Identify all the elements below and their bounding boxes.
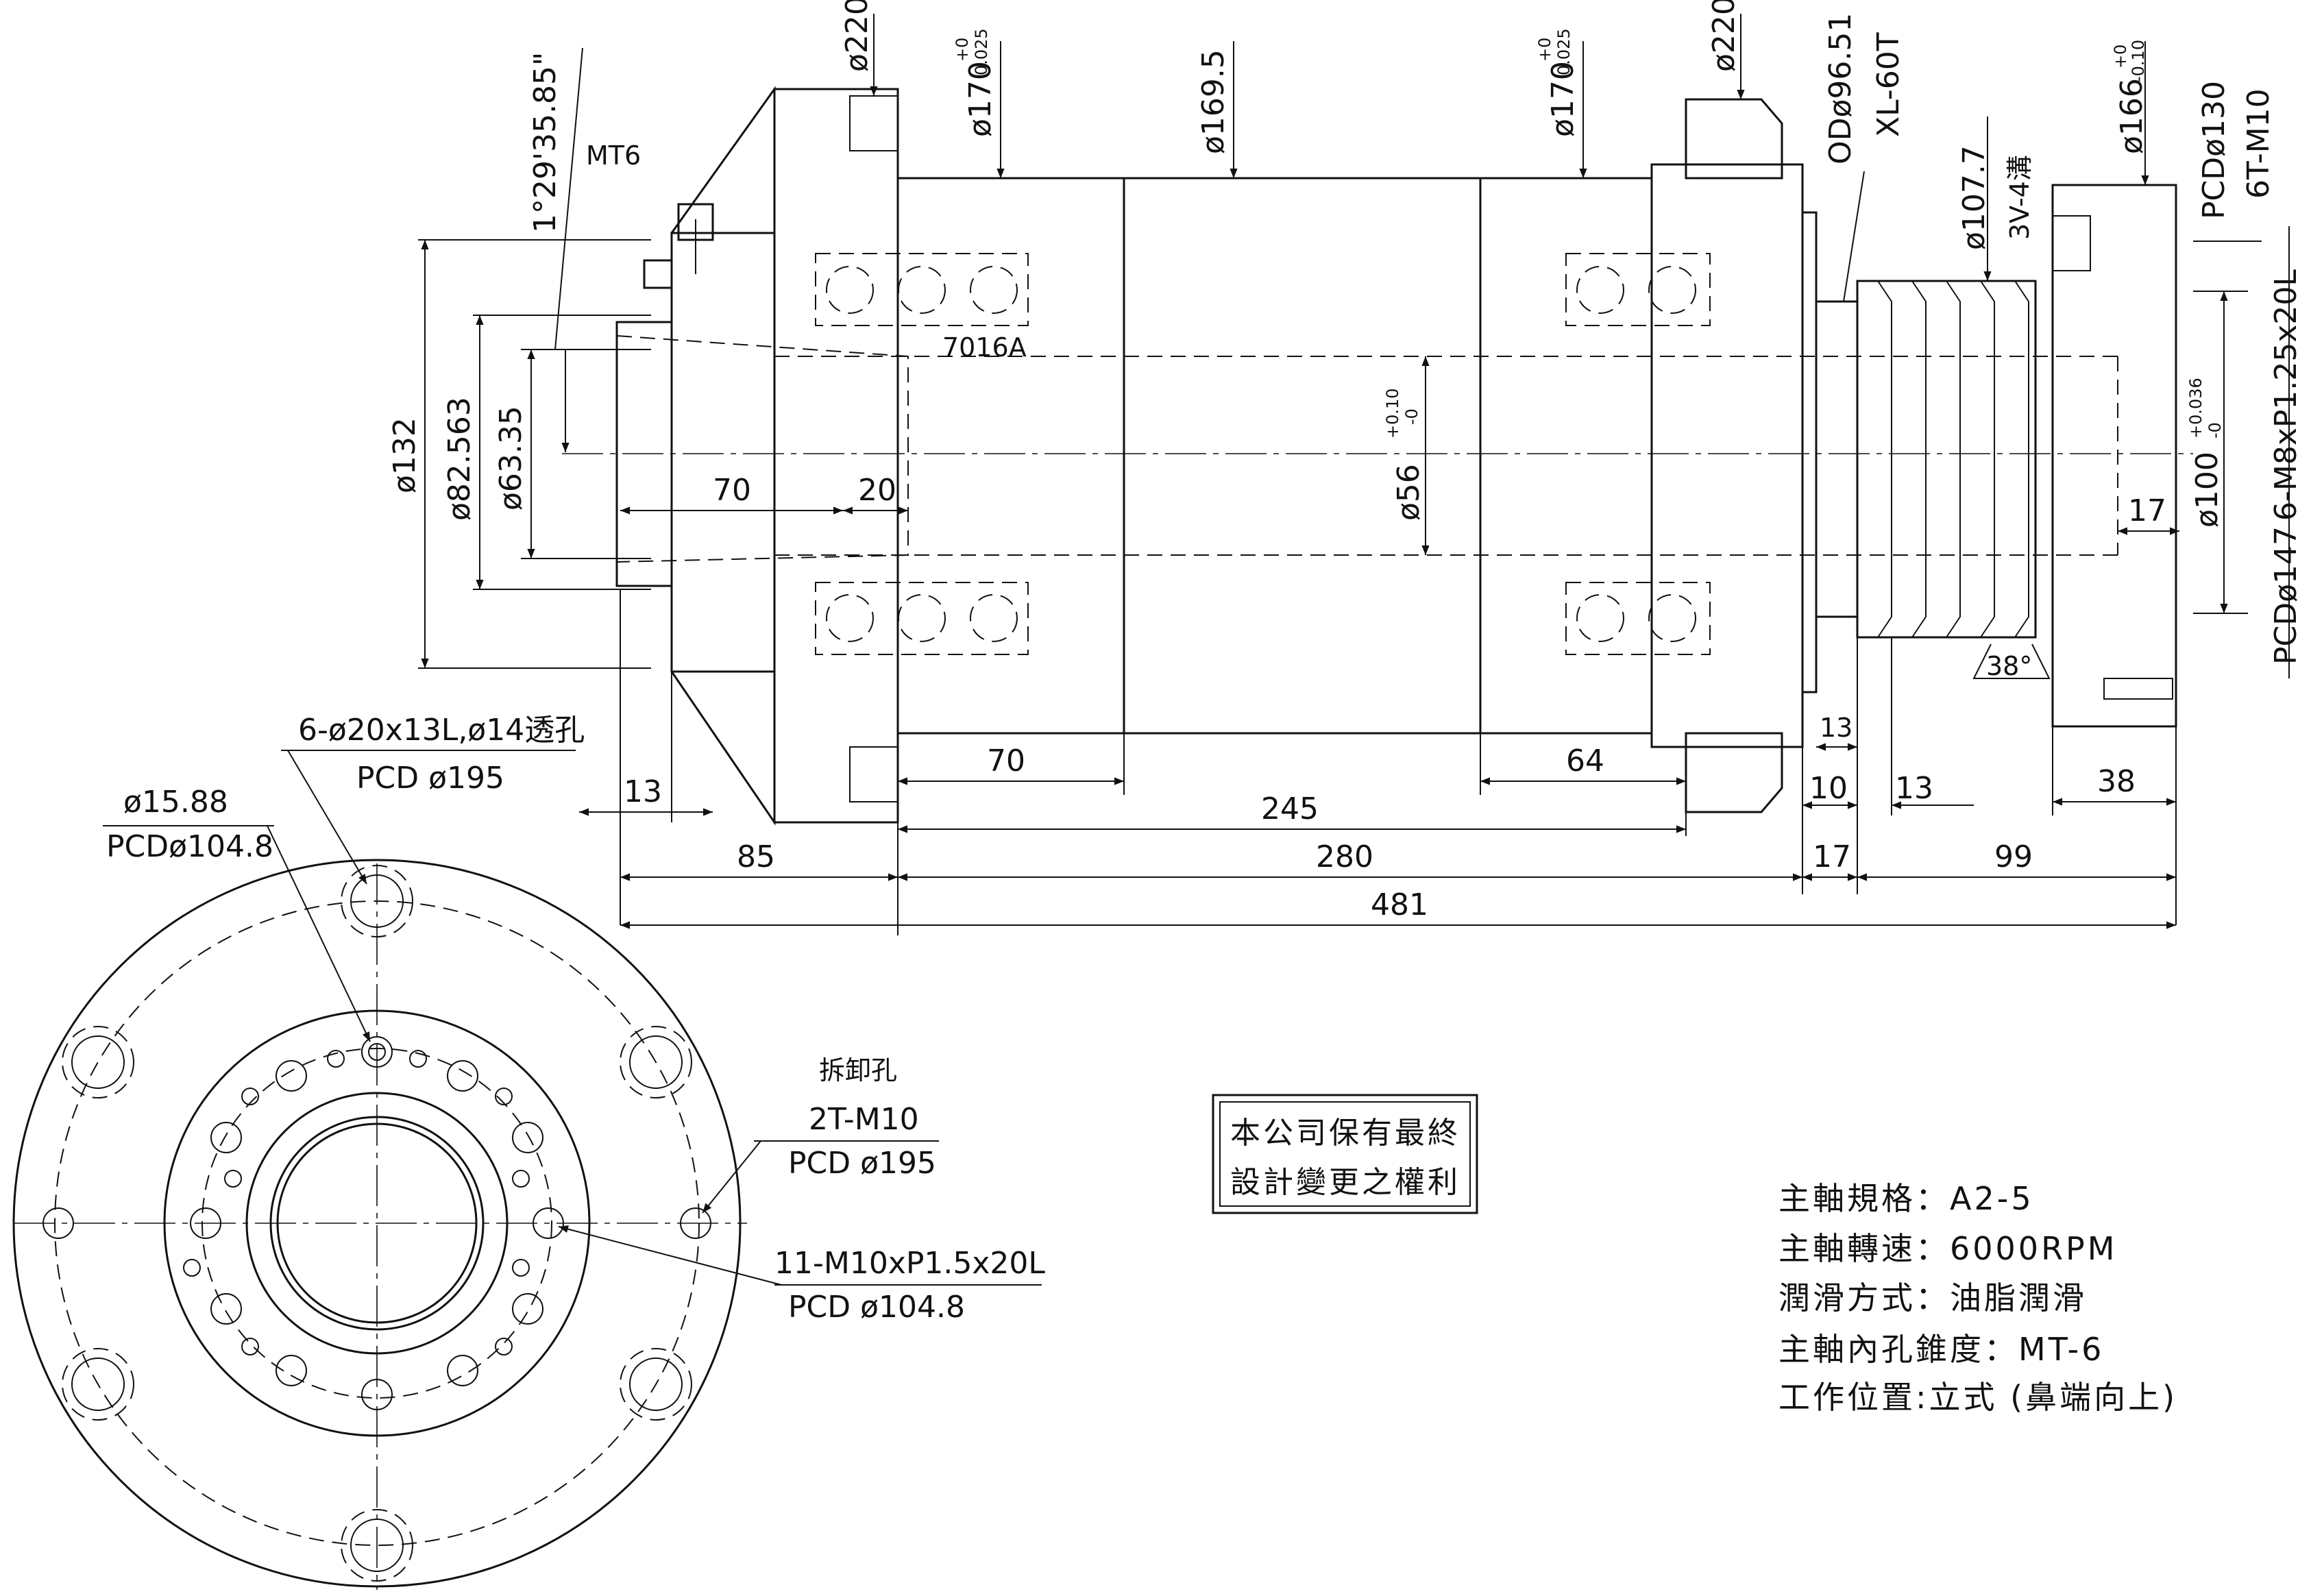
- dim-pulley-belt: XL-60T: [1871, 32, 1906, 137]
- dim-64: 64: [1566, 744, 1604, 778]
- dim-10: 10: [1809, 771, 1848, 806]
- inner-bolt-holes: [183, 1036, 564, 1410]
- dim-d132: ø132: [387, 417, 422, 493]
- dim-d170-rear-tol-top: +0: [1535, 38, 1554, 62]
- rear-flange: [1650, 163, 1804, 748]
- dim-280: 280: [1316, 839, 1373, 874]
- dim-13-mid: 13: [1820, 713, 1853, 743]
- spec-1: 主軸轉速：6000RPM: [1778, 1230, 2117, 1267]
- label-d15-88: ø15.88: [123, 785, 228, 820]
- dim-13-pulley: 13: [1895, 771, 1933, 806]
- spindle-side-view: [562, 86, 2193, 826]
- dim-d220-rear: ø220: [1707, 0, 1741, 72]
- bearing-label: 7016A: [942, 332, 1027, 363]
- dim-d107-7: ø107.7: [1957, 145, 1992, 250]
- dim-70-bottom: 70: [987, 744, 1025, 778]
- dim-d170-rear-tol-bottom: 0.025: [1554, 28, 1574, 75]
- dim-d166: ø166: [2114, 78, 2149, 154]
- front-flange: [773, 88, 899, 824]
- side-view-dimensions: ø132 ø82.563 ø63.35 1°29'35.85" MT6 ø220…: [387, 0, 2303, 935]
- front-housing: [896, 177, 1125, 735]
- dim-vbelt: 3V-4溝: [2005, 155, 2035, 240]
- label-holes-6: 6-ø20x13L,ø14透孔: [298, 713, 585, 748]
- label-pcd104-8-right: PCD ø104.8: [788, 1290, 965, 1325]
- nose-flange: [670, 86, 776, 826]
- pulley-hub: [1815, 300, 1859, 618]
- front-bearings: [815, 253, 1029, 655]
- dim-17-bottom: 17: [1813, 839, 1851, 874]
- dim-angle-38: 38°: [1986, 651, 2032, 681]
- dim-pulley-od: ODø96.51: [1823, 13, 1858, 164]
- dim-d82-563: ø82.563: [442, 397, 477, 521]
- dim-d100-tol-top: +0.036: [2186, 378, 2205, 439]
- dim-245: 245: [1261, 791, 1319, 826]
- dim-pcd130: PCDø130: [2197, 81, 2231, 219]
- dim-20: 20: [858, 473, 896, 508]
- v-belt-pulley: [1856, 280, 2037, 639]
- dim-70-inner: 70: [713, 473, 751, 508]
- dim-m8-thread: 6-M8xP1.25x20L: [2269, 269, 2303, 521]
- dim-99: 99: [1994, 839, 2033, 874]
- label-pcd195-right: PCD ø195: [788, 1146, 936, 1181]
- dim-d170-rear: ø170: [1545, 61, 1580, 137]
- spec-list: 主軸規格：A2-5 主軸轉速：6000RPM 潤滑方式：油脂潤滑 主軸內孔錐度：…: [1778, 1180, 2177, 1416]
- dim-taper-name: MT6: [586, 140, 641, 171]
- label-removal-hole: 拆卸孔: [819, 1055, 897, 1085]
- spec-4: 工作位置:立式 (鼻端向上): [1778, 1379, 2177, 1416]
- label-m10-11: 11-M10xP1.5x20L: [774, 1246, 1045, 1281]
- notice-line1: 本公司保有最終: [1230, 1116, 1460, 1151]
- notice-line2: 設計變更之權利: [1230, 1165, 1460, 1200]
- dim-17-right: 17: [2128, 493, 2166, 528]
- spec-2: 潤滑方式：油脂潤滑: [1778, 1279, 2087, 1316]
- dim-d220-front: ø220: [840, 0, 875, 72]
- front-view-labels: 6-ø20x13L,ø14透孔 PCD ø195 ø15.88 PCDø104.…: [106, 713, 1045, 1325]
- dim-d63-35: ø63.35: [493, 406, 528, 511]
- spec-0: 主軸規格：A2-5: [1778, 1180, 2034, 1217]
- dim-d56-tol-top: +0.10: [1383, 388, 1402, 439]
- dim-m10-6t: 6T-M10: [2241, 88, 2276, 199]
- dim-d170-front-tol-top: +0: [953, 38, 972, 62]
- dim-13-left: 13: [624, 774, 662, 809]
- rear-pulley: [2051, 184, 2177, 728]
- dim-d166-tol-bottom: -0.10: [2129, 40, 2148, 82]
- dim-d56-tol-bottom: -0: [1402, 408, 1421, 425]
- middle-body: [1123, 177, 1482, 735]
- label-pcd104-8-top: PCDø104.8: [106, 829, 273, 864]
- outer-holes: [42, 865, 711, 1582]
- spec-3: 主軸內孔錐度：MT-6: [1778, 1331, 2104, 1368]
- dim-d166-tol-top: +0: [2111, 45, 2130, 69]
- dim-d170-front: ø170: [963, 61, 998, 137]
- label-2t-m10: 2T-M10: [809, 1102, 919, 1137]
- dim-38: 38: [2097, 764, 2136, 799]
- dim-d170-front-tol-bottom: 0.025: [972, 28, 991, 75]
- notice-box: 本公司保有最終 設計變更之權利: [1212, 1094, 1478, 1214]
- dim-481: 481: [1371, 887, 1428, 922]
- dim-d56: ø56: [1391, 464, 1426, 521]
- rear-bearings: [1565, 253, 1711, 655]
- dim-d100-tol-bottom: -0: [2205, 422, 2225, 439]
- label-pcd195-top: PCD ø195: [356, 761, 504, 796]
- dim-d100: ø100: [2190, 452, 2225, 528]
- dim-85: 85: [737, 839, 775, 874]
- spindle-front-view: [12, 750, 1042, 1590]
- dim-taper-angle: 1°29'35.85": [528, 52, 563, 233]
- dim-pcd147: PCDø147: [2269, 526, 2303, 665]
- dim-d169-5: ø169.5: [1196, 49, 1231, 154]
